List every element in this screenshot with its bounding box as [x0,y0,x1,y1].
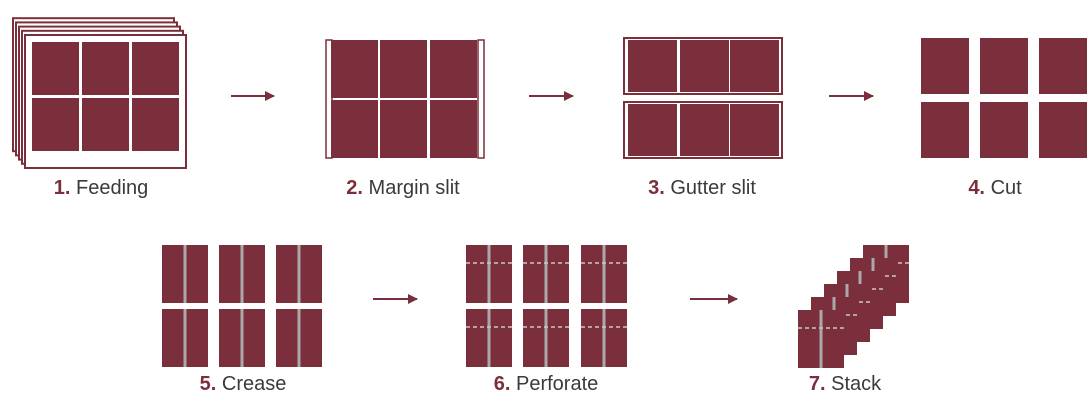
step-number: 6. [493,373,511,395]
step-label: Cut [990,177,1022,199]
step-number: 7. [808,373,826,395]
caption-step-1: 1. Feeding [54,178,149,198]
step-number: 5. [199,373,217,395]
margin-strip-right [477,39,485,159]
card [331,40,378,98]
card [380,100,427,158]
step-1-feeding-illustration [12,17,187,169]
card [680,40,729,92]
card [980,102,1028,158]
card [730,40,779,92]
card [82,98,129,151]
card [32,42,79,95]
card [730,104,779,156]
step-2-margin-slit-illustration [325,39,485,159]
card [331,100,378,158]
card [32,98,79,151]
step-5-crease-illustration [162,245,322,367]
step-label: Stack [831,373,882,395]
card [1039,38,1087,94]
step-number: 2. [346,177,363,199]
card [380,40,427,98]
caption-step-3: 3. Gutter slit [648,178,756,198]
card [628,40,677,92]
step-3-gutter-slit-illustration [623,37,783,159]
step-number: 3. [648,177,665,199]
step-4-cut-illustration [921,38,1087,158]
margin-strip-left [325,39,333,159]
caption-step-2: 2. Margin slit [346,178,459,198]
step-7-stack-illustration [798,245,909,368]
step-number: 1. [53,177,71,199]
caption-step-7: 7. Stack [809,374,881,394]
card [430,100,477,158]
step-label: Margin slit [368,177,460,199]
card [921,38,969,94]
card [430,40,477,98]
step-label: Gutter slit [670,177,756,199]
card [1039,102,1087,158]
card [921,102,969,158]
caption-step-6: 6. Perforate [494,374,599,394]
card [628,104,677,156]
step-label: Perforate [515,373,599,395]
caption-step-5: 5. Crease [200,374,287,394]
card [82,42,129,95]
process-arrows [231,91,874,304]
card [980,38,1028,94]
card [680,104,729,156]
step-label: Feeding [75,177,149,199]
card [132,98,179,151]
caption-step-4: 4. Cut [968,178,1021,198]
step-label: Crease [221,373,287,395]
step-number: 4. [968,177,985,199]
card [132,42,179,95]
step-6-perforate-illustration [466,245,627,367]
